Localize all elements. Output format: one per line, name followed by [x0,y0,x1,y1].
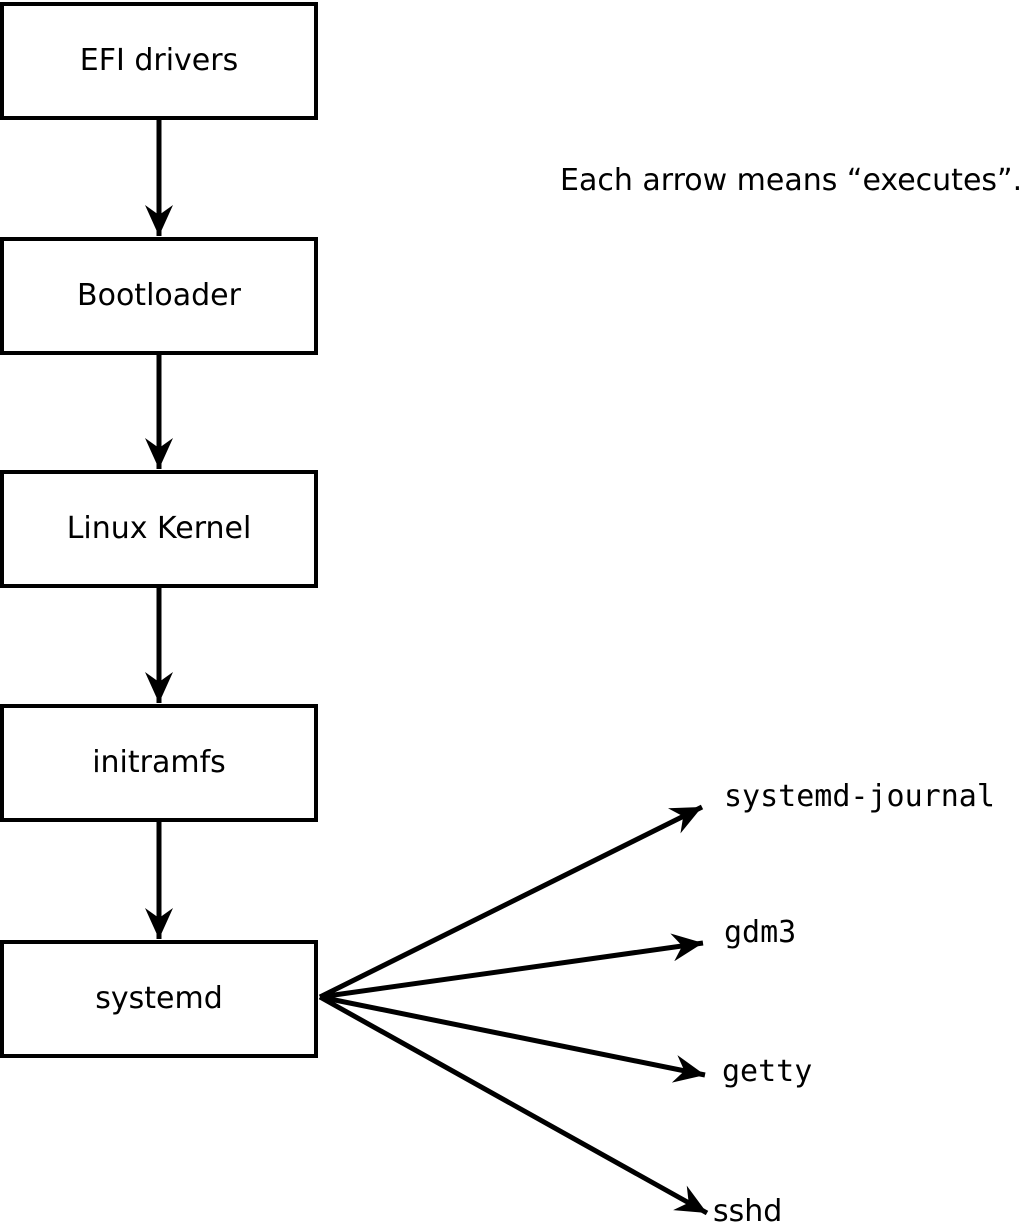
flow-node-bootloader: Bootloader [0,237,318,355]
arrow-systemd-to-gdm3 [319,933,704,1000]
flow-node-systemd: systemd [0,940,318,1058]
spawned-process-getty: getty [722,1054,813,1089]
spawned-process-sshd: sshd [713,1194,783,1229]
flow-node-label: systemd [95,981,223,1016]
flow-node-linux-kernel: Linux Kernel [0,470,318,588]
arrow-systemd-to-getty [319,994,706,1083]
flow-node-initramfs: initramfs [0,704,318,822]
arrow-systemd-to-sshd [318,994,709,1216]
flow-node-label: initramfs [92,745,226,780]
spawned-process-gdm3: gdm3 [724,915,797,950]
legend-note: Each arrow means “executes”. [560,163,1023,198]
flow-node-label: Bootloader [77,278,241,313]
flow-node-label: EFI drivers [79,43,239,78]
arrow-systemd-to-journal [318,804,704,1000]
flow-node-efi-drivers: EFI drivers [0,2,318,120]
spawned-process-systemd-journal: systemd-journal [724,779,995,814]
flow-node-label: Linux Kernel [66,511,252,546]
